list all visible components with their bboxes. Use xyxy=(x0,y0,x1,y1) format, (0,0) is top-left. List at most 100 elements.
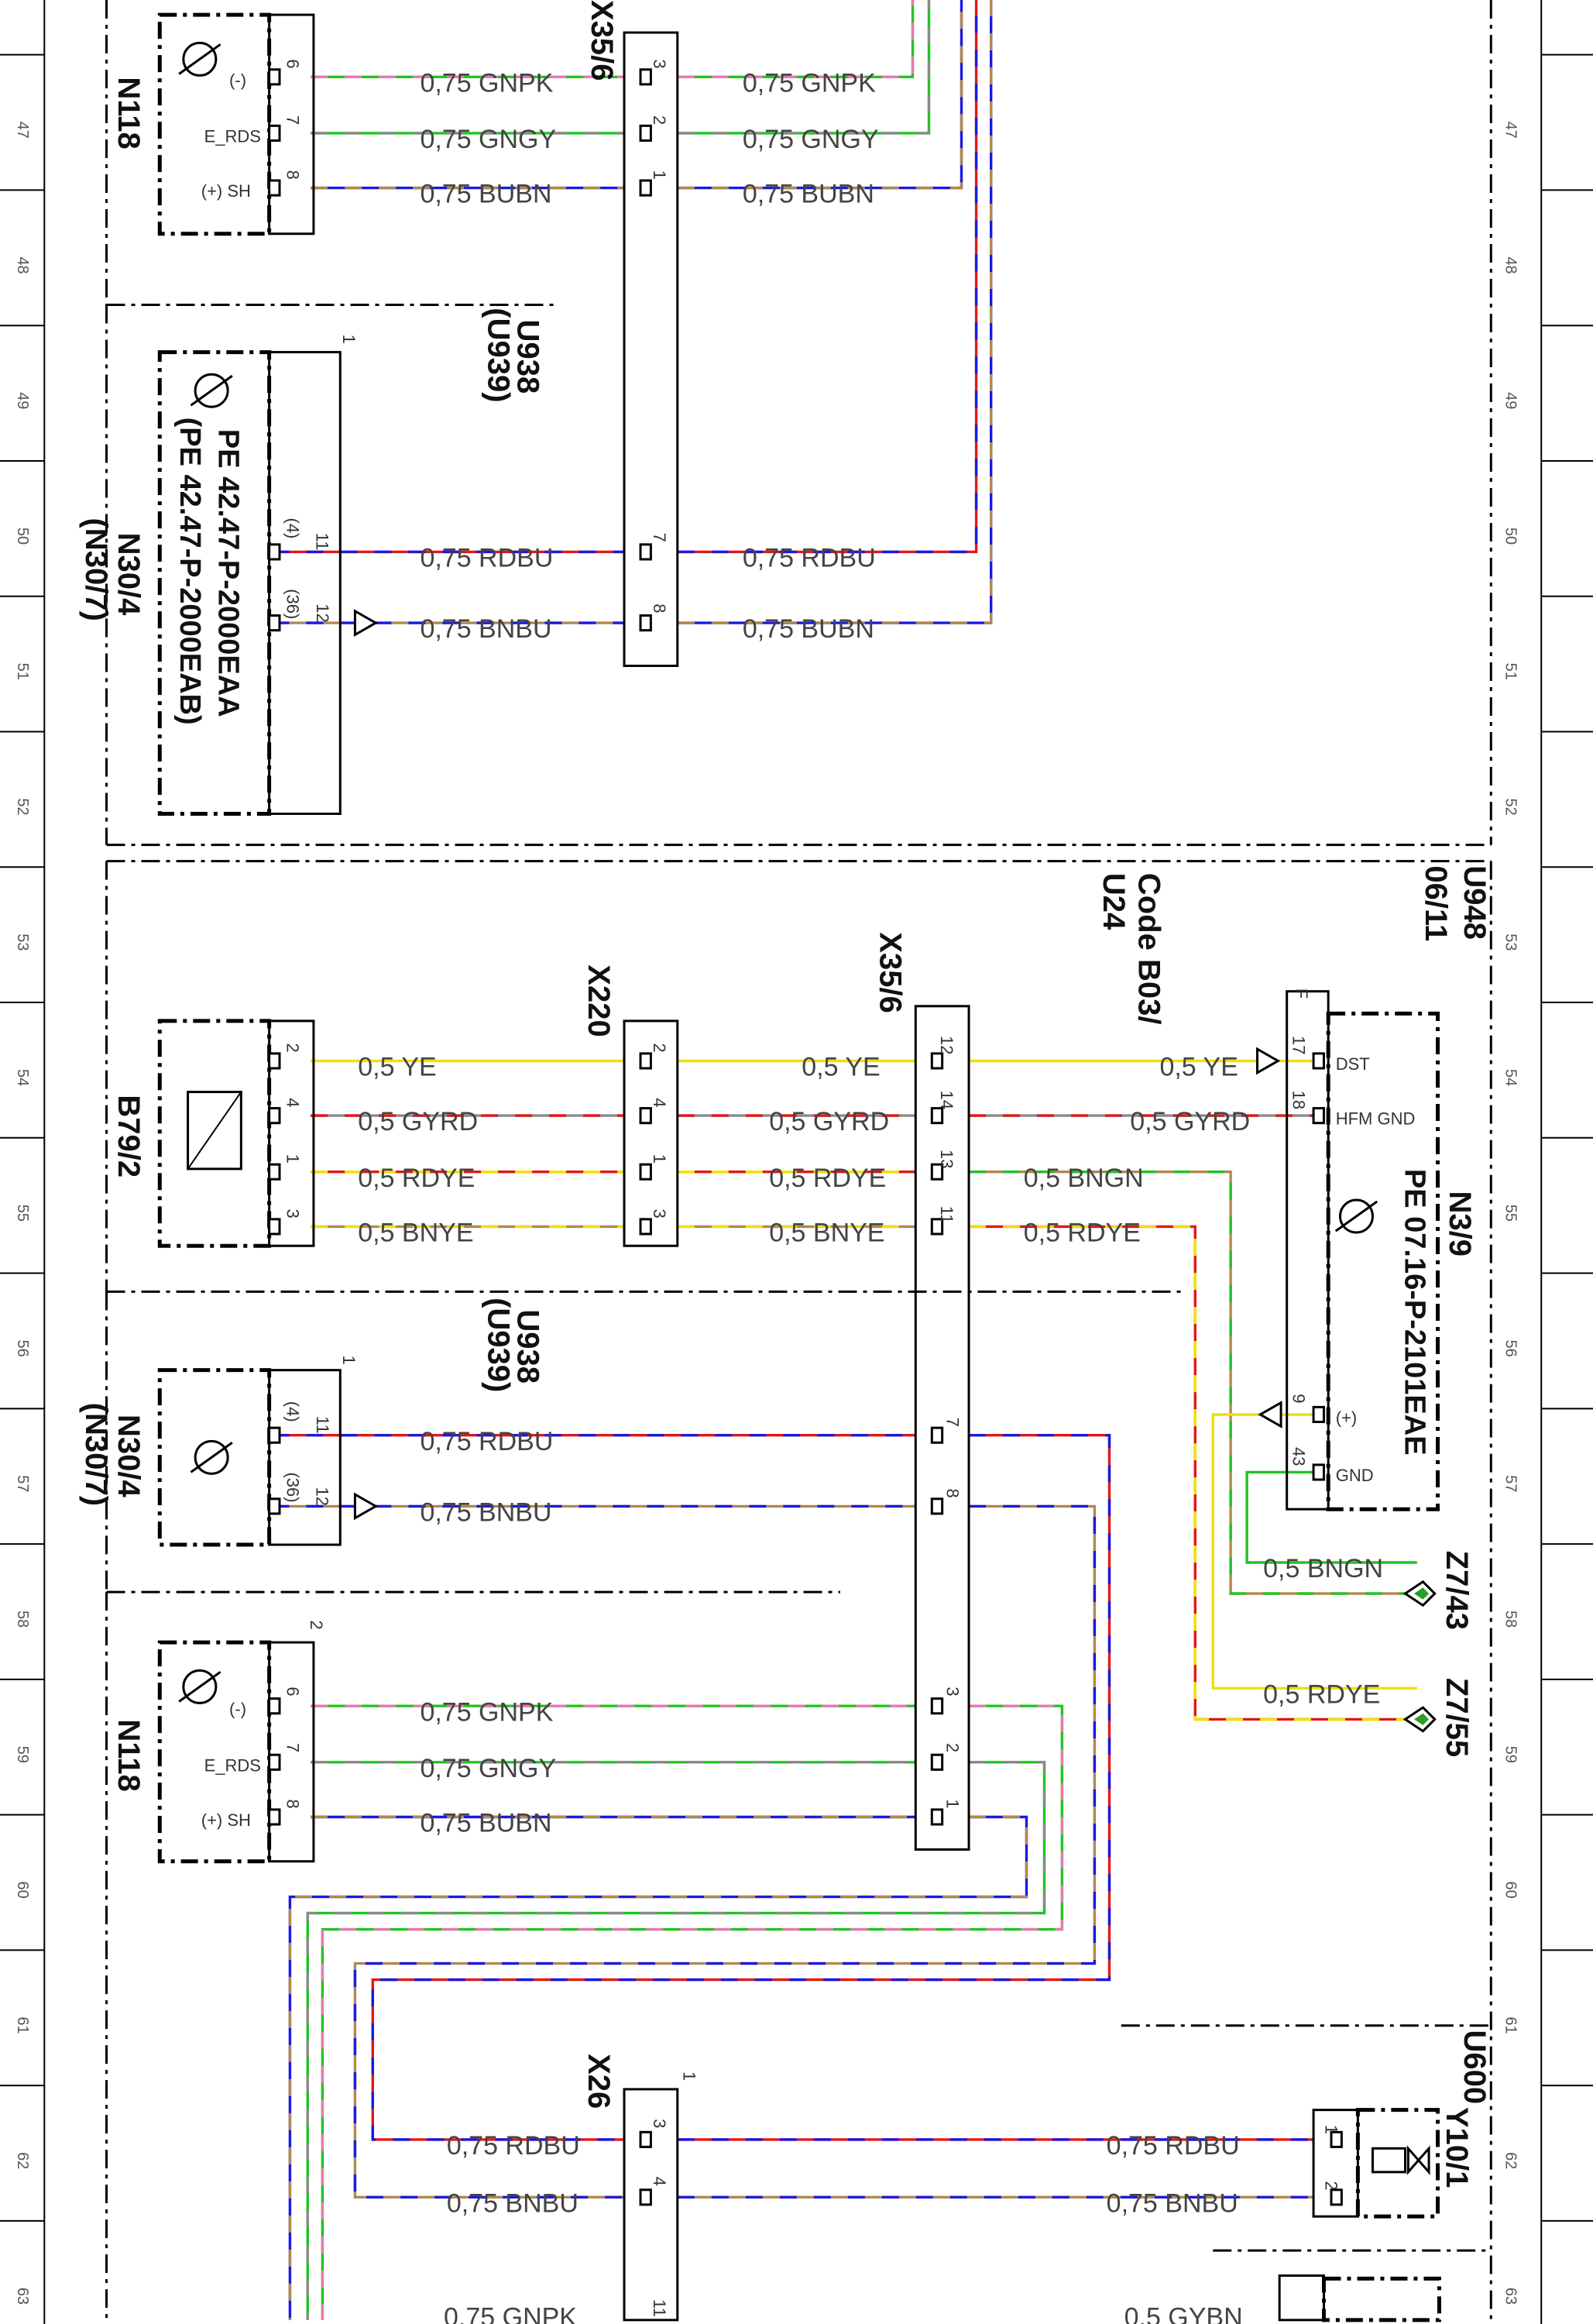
pin-terminal xyxy=(268,614,281,632)
pin-terminal xyxy=(1312,1405,1325,1424)
wire-label: 0,75 BUBN xyxy=(420,180,551,209)
arrow-marker-icon xyxy=(353,1492,379,1521)
ruler-row-number-left: 48 xyxy=(14,256,31,273)
pin-number: 13 xyxy=(937,1150,956,1168)
pin-alt: (4) xyxy=(283,1401,303,1422)
wire-label-ground-b: 0,5 RDYE xyxy=(1263,1679,1380,1709)
wire-label: 0,75 BNBU xyxy=(420,614,551,644)
transistor-icon xyxy=(194,1439,229,1475)
pin-terminal xyxy=(268,68,281,86)
vehicle-code-bottom: U938 xyxy=(511,1309,545,1384)
pin-number: 2 xyxy=(650,115,669,125)
n3-9-pe-ref: PE 07.16-P-2101EAE xyxy=(1399,1169,1431,1456)
wire-gnpk-up xyxy=(677,0,915,78)
pin-terminal xyxy=(639,1218,652,1236)
wire-label: 0,5 BNGN xyxy=(1024,1164,1144,1193)
pin-number: 1 xyxy=(650,170,669,180)
n30-bottom-id-paren: (N30/7) xyxy=(79,1403,113,1506)
pin-terminal xyxy=(930,1497,944,1515)
wire-label: 0,5 RDYE xyxy=(358,1164,475,1193)
ruler-row-number-left: 58 xyxy=(14,1611,31,1628)
transistor-icon-slash xyxy=(1334,1200,1378,1232)
ruler-row-number-left: 51 xyxy=(14,663,31,680)
pin-number: 12 xyxy=(937,1036,956,1054)
ruler-row-number-left: 62 xyxy=(14,2152,31,2169)
valve-icon xyxy=(1406,2145,1430,2175)
wire-label: 0,5 GYRD xyxy=(358,1107,478,1136)
ruler-row-number-left: 61 xyxy=(14,2016,31,2033)
pin-terminal xyxy=(639,2130,652,2148)
code-label-mid: Code B03/ xyxy=(1132,873,1166,1025)
wire-gngy-drop xyxy=(306,1761,1046,2320)
ruler-row-number-right: 62 xyxy=(1502,2152,1519,2169)
pin-number: 8 xyxy=(283,1800,303,1809)
ruler-row-number-right: 51 xyxy=(1502,663,1519,680)
ruler-row-number-left: 59 xyxy=(14,1746,31,1763)
wire-bubn-drop-stripe xyxy=(288,1815,1028,2320)
y10-1-id: Y10/1 xyxy=(1440,2107,1474,2188)
pin-terminal xyxy=(268,1808,281,1826)
pin-label: E_RDS xyxy=(204,1755,261,1775)
pin-terminal xyxy=(639,1052,652,1070)
ruler-row-number-right: 53 xyxy=(1502,933,1519,951)
n118-top-id: N118 xyxy=(112,77,146,149)
n118-bottom-pinstrip xyxy=(268,1641,315,1863)
ground-z7-43-icon-fill xyxy=(1413,1587,1430,1600)
x26-id: X26 xyxy=(582,2054,616,2109)
x26-connector xyxy=(623,2088,679,2322)
pin-terminal xyxy=(268,1697,281,1715)
wire-label: 0,75 RDBU xyxy=(420,544,553,573)
wire-gnpk-drop xyxy=(321,1704,1064,2320)
pin-label: (+) SH xyxy=(201,181,251,201)
wire-label: 0,75 RDBU xyxy=(1107,2131,1240,2161)
ruler-row-number-right: 59 xyxy=(1502,1746,1519,1763)
pin-number: 9 xyxy=(1289,1394,1308,1403)
ruler-row-number-left: 50 xyxy=(14,528,31,545)
wire-gngy-up-stripe xyxy=(677,0,931,135)
pin-number: 11 xyxy=(937,1206,956,1224)
zone-frames xyxy=(105,0,1492,2320)
wire-gnpk-up-stripe xyxy=(677,0,915,78)
ruler-row-number-right: 61 xyxy=(1502,2016,1519,2033)
wire-label: 0,5 RDYE xyxy=(1024,1218,1141,1247)
wire-label: 0,5 YE xyxy=(1159,1053,1238,1082)
transistor-icon xyxy=(182,41,218,77)
vehicle-code-lower-right: U600 xyxy=(1457,2030,1492,2105)
pin-number: 1 xyxy=(942,1800,962,1809)
n30-top-id-paren: (N30/7) xyxy=(79,518,113,621)
wire-rdbu-up xyxy=(677,0,978,554)
ruler-row-number-right: 57 xyxy=(1502,1475,1519,1492)
ruler-row-number-left: 60 xyxy=(14,1882,31,1899)
pin-number: 4 xyxy=(283,1098,303,1107)
ref-mark: 1 xyxy=(339,1356,359,1365)
n118-top-box xyxy=(157,12,272,236)
wire-label: 0,75 GNPK xyxy=(743,68,876,98)
ruler-row-number-left: 47 xyxy=(14,122,31,139)
pin-number: 2 xyxy=(942,1743,962,1752)
pin-number: 8 xyxy=(283,170,303,180)
wire-label: 0,75 BUBN xyxy=(743,614,874,644)
ruler-row-number-right: 55 xyxy=(1502,1205,1519,1222)
pin-terminal xyxy=(930,1697,944,1715)
arrow-marker-icon xyxy=(353,609,379,637)
ref-mark: 2 xyxy=(307,1620,326,1629)
x35-6-top-connector xyxy=(623,31,679,667)
pin-label-plus: (+) xyxy=(1336,1408,1358,1427)
pin-number: 17 xyxy=(1289,1036,1308,1054)
pin-terminal xyxy=(930,1426,944,1444)
pressure-sensor-diagonal xyxy=(187,1092,242,1170)
wire-bubn-up-stripe xyxy=(677,0,963,190)
pin-number: 7 xyxy=(283,1743,303,1752)
wire-label: 0,75 BNBU xyxy=(420,1497,551,1527)
n30-top-pe-ref-alt: (PE 42.47-P-2000EAB) xyxy=(173,418,206,725)
pin-terminal xyxy=(639,543,652,561)
b79-2-id: B79/2 xyxy=(112,1095,146,1177)
transistor-icon-slash xyxy=(190,1442,233,1473)
pin-number: 4 xyxy=(650,1098,669,1107)
pin-label-gnd: GND xyxy=(1336,1466,1374,1485)
ref-mark: F xyxy=(1292,988,1311,999)
x35-6-mid-id: X35/6 xyxy=(873,932,907,1013)
wire-rdbu-loop xyxy=(371,1434,1111,2141)
ruler-row-number-left: 63 xyxy=(14,2288,31,2305)
pin-terminal xyxy=(268,179,281,197)
